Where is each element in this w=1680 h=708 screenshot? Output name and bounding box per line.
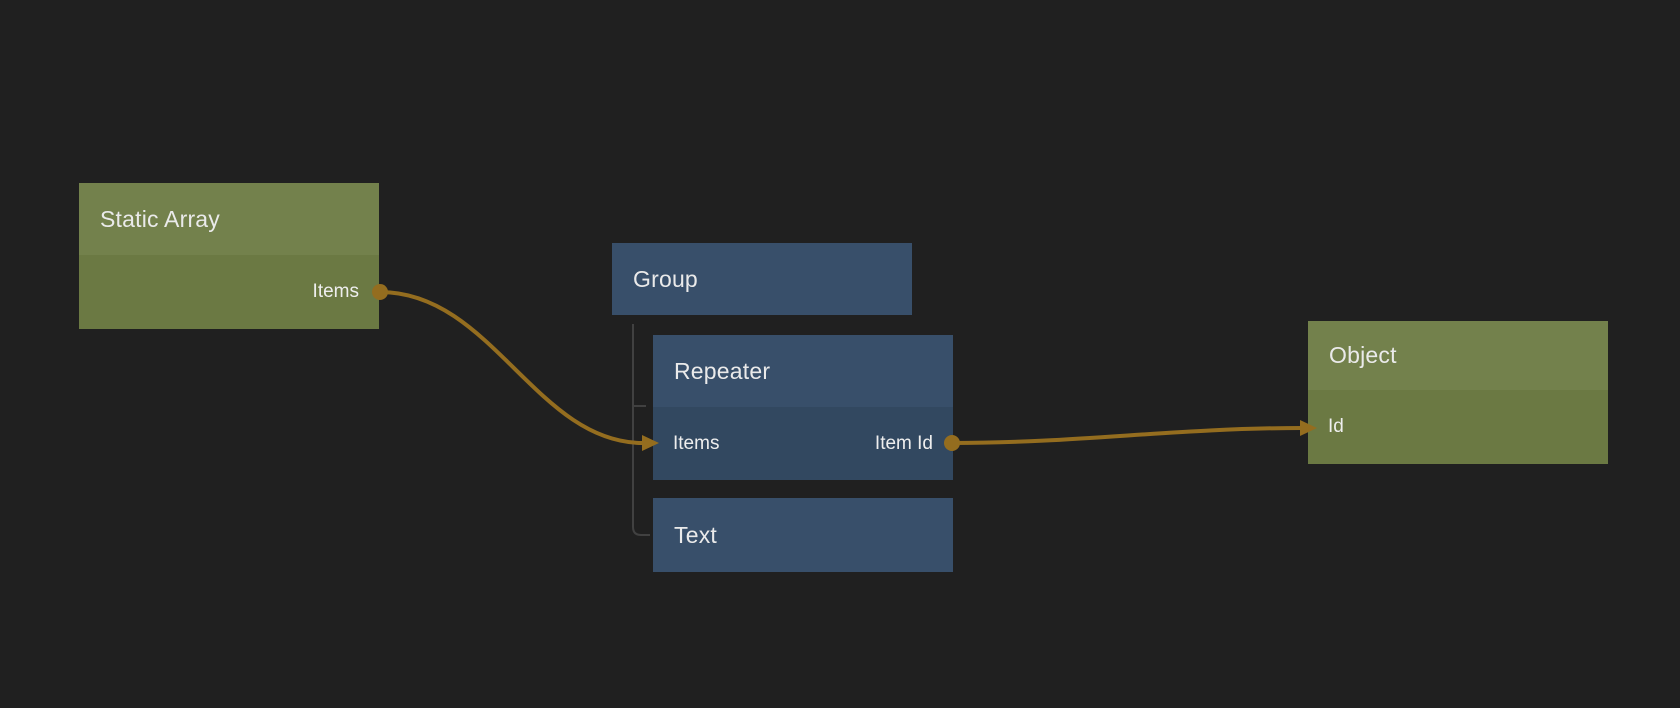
node-title: Repeater [674, 357, 771, 384]
port-row-items-itemid[interactable]: Items Item Id [653, 407, 953, 480]
node-title: Object [1329, 342, 1397, 368]
node-text-header[interactable]: Text [653, 498, 953, 572]
node-title: Text [674, 521, 717, 548]
node-group-header[interactable]: Group [612, 243, 912, 315]
node-object[interactable]: Object Id [1308, 321, 1608, 464]
node-text[interactable]: Text [653, 498, 953, 572]
node-title: Static Array [100, 205, 220, 232]
wire-static-array-to-repeater[interactable] [379, 290, 644, 445]
port-label-item-id-output: Item Id [874, 432, 933, 454]
port-row-id-input[interactable]: Id [1308, 390, 1608, 464]
node-static-array-body: Items [79, 255, 379, 329]
node-repeater-body: Items Item Id [653, 407, 953, 480]
port-row-items-output[interactable]: Items [79, 255, 379, 329]
node-title: Group [633, 265, 698, 292]
port-label-items-input: Items [673, 432, 720, 454]
node-repeater-header[interactable]: Repeater [653, 335, 953, 407]
node-static-array-header[interactable]: Static Array [79, 183, 379, 255]
wire-repeater-to-object[interactable] [951, 426, 1303, 445]
port-label-items: Items [312, 281, 359, 302]
tree-connector-line [632, 324, 650, 536]
port-label-id: Id [1328, 416, 1344, 437]
node-static-array[interactable]: Static Array Items [79, 183, 379, 329]
node-object-header[interactable]: Object [1308, 321, 1608, 390]
node-group[interactable]: Group [612, 243, 912, 315]
node-repeater[interactable]: Repeater Items Item Id [653, 335, 953, 480]
node-object-body: Id [1308, 390, 1608, 464]
